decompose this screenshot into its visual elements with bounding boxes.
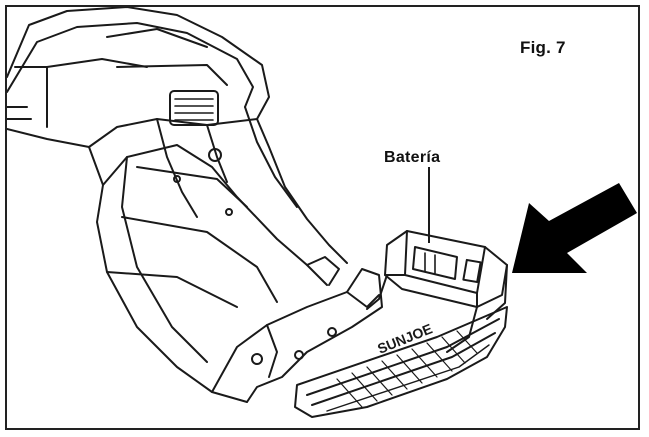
vent-grille [169, 90, 219, 126]
battery-brand-text: SUNJOE [375, 320, 434, 356]
arrow-icon [512, 183, 637, 273]
battery-pack [294, 230, 508, 418]
figure-number: Fig. 7 [520, 38, 566, 57]
handle-outline [88, 144, 328, 286]
tool-housing-outline [7, 7, 270, 148]
tool-line-drawing: SUNJOE [7, 7, 637, 418]
figure-frame: SUNJOE Fig. 7 Batería [5, 5, 640, 430]
battery-callout-label: Batería [384, 149, 441, 166]
base-outline [211, 268, 383, 403]
